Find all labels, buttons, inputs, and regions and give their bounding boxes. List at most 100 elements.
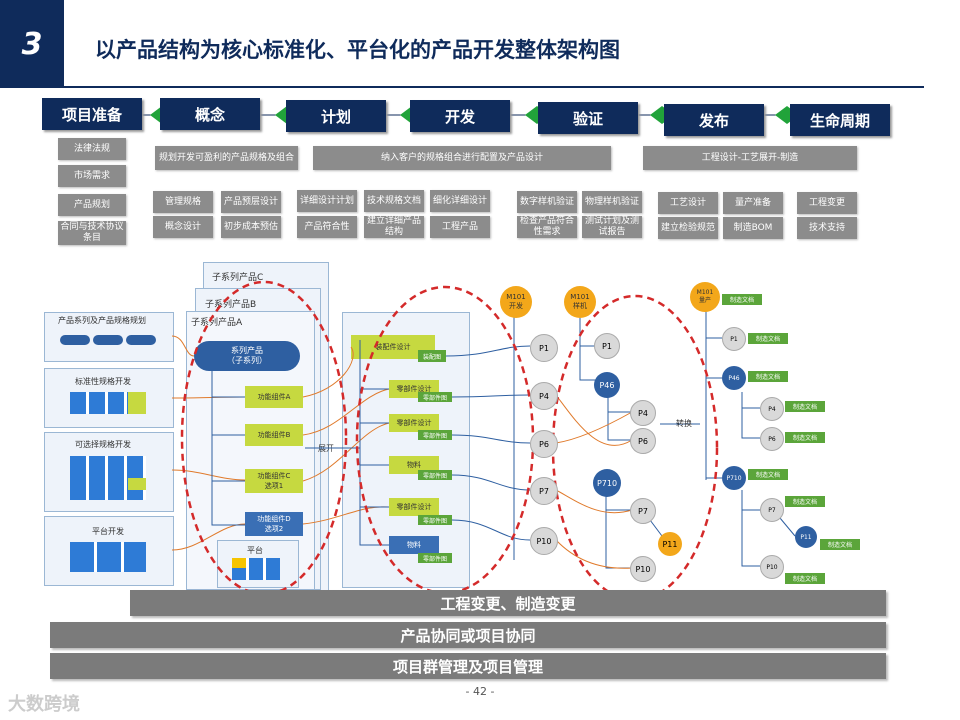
pill — [93, 335, 123, 345]
prep-item: 产品规划 — [58, 194, 126, 216]
release-item: 建立检验规范 — [658, 217, 718, 239]
part-node: P46 — [722, 366, 746, 390]
doc-tag: 制造文档 — [785, 496, 825, 507]
release-item: 量产准备 — [723, 192, 783, 214]
dev-block: 零部件设计 — [389, 414, 439, 432]
dev-item: 细化详细设计 — [430, 190, 490, 212]
part-node: P10 — [760, 555, 784, 579]
header-divider — [64, 86, 924, 88]
page-title: 以产品结构为核心标准化、平台化的产品开发整体架构图 — [95, 38, 620, 62]
part-node: P7 — [530, 477, 558, 505]
blue-grid — [70, 542, 146, 572]
dev-tag: 零部件图 — [418, 515, 452, 525]
concept-item: 概念设计 — [153, 216, 213, 238]
part-node: P7 — [630, 498, 656, 524]
watermark: 大数跨境 — [8, 694, 80, 715]
verify-item: 检查产品符合性需求 — [517, 216, 577, 238]
plan-item: 产品符合性 — [297, 216, 357, 238]
function-block: 功能组件A — [245, 386, 303, 408]
function-block: 功能组件D 选项2 — [245, 512, 303, 536]
part-node: P1 — [594, 333, 620, 359]
left-group-label: 可选择规格开发 — [75, 440, 131, 449]
part-node: P4 — [530, 382, 558, 410]
phase-plan: 计划 — [286, 100, 386, 132]
dev-block: 零部件设计 — [389, 498, 439, 516]
verify-item: 物理样机验证 — [582, 191, 642, 213]
plan-item: 建立详细产品结构 — [364, 216, 424, 238]
part-node: P1 — [722, 327, 746, 351]
phase-lifecycle: 生命周期 — [790, 104, 890, 136]
doc-tag: 制造文档 — [748, 469, 788, 480]
life-item: 技术支持 — [797, 217, 857, 239]
prep-item: 合同与技术协议条目 — [58, 221, 126, 245]
release-item: 工艺设计 — [658, 192, 718, 214]
left-group-label: 产品系列及产品规格规划 — [58, 316, 146, 325]
phase-develop: 开发 — [410, 100, 510, 132]
series-product-node: 系列产品 （子系列） — [194, 341, 300, 371]
milestone-prototype: M101 样机 — [564, 286, 596, 318]
prep-item: 市场需求 — [58, 165, 126, 187]
release-summary: 工程设计-工艺展开-制造 — [643, 146, 857, 170]
dev-item: 工程产品 — [430, 216, 490, 238]
concept-item: 初步成本预估 — [221, 216, 281, 238]
platform-label: 平台 — [247, 546, 263, 555]
doc-tag: 制造文档 — [748, 371, 788, 382]
concept-summary: 规划开发可盈利的产品规格及组合 — [155, 146, 298, 170]
left-group-label: 平台开发 — [92, 527, 124, 536]
release-item: 制造BOM — [723, 217, 783, 239]
part-node: P6 — [530, 430, 558, 458]
part-node: P710 — [593, 469, 621, 497]
left-group-label: 标准性规格开发 — [75, 377, 131, 386]
part-node: P7 — [760, 498, 784, 522]
phase-concept: 概念 — [160, 98, 260, 130]
doc-tag: 制造文档 — [820, 539, 860, 550]
section-number: 3 — [0, 0, 64, 88]
part-node: P46 — [594, 372, 620, 398]
convert-label: 转换 — [676, 419, 692, 428]
plan-item: 详细设计计划 — [297, 190, 357, 212]
doc-tag: 制造文档 — [722, 294, 762, 305]
doc-tag: 制造文档 — [748, 333, 788, 344]
part-node: P4 — [630, 400, 656, 426]
part-node: P710 — [722, 466, 746, 490]
pill — [60, 335, 90, 345]
series-label: 子系列产品B — [205, 300, 257, 310]
blue-grid — [70, 392, 146, 414]
part-node: P1 — [530, 334, 558, 362]
doc-tag: 制造文档 — [785, 432, 825, 443]
pill — [126, 335, 156, 345]
phase-verify: 验证 — [538, 102, 638, 134]
bar-collaboration: 产品协同或项目协同 — [50, 622, 886, 648]
concept-item: 管理规格 — [153, 191, 213, 213]
dev-tag: 零部件图 — [418, 553, 452, 563]
part-node: P10 — [530, 527, 558, 555]
phase-release: 发布 — [664, 104, 764, 136]
part-node: P10 — [630, 556, 656, 582]
doc-tag: 制造文档 — [785, 401, 825, 412]
plan-dev-summary: 纳入客户的规格组合进行配置及产品设计 — [313, 146, 611, 170]
dev-tag: 零部件图 — [418, 470, 452, 480]
page-number: - 42 - — [465, 685, 495, 698]
series-label: 子系列产品A — [191, 318, 243, 328]
doc-tag: 制造文档 — [785, 573, 825, 584]
function-block: 功能组件B — [245, 424, 303, 446]
part-node: P6 — [760, 427, 784, 451]
phase-prep: 项目准备 — [42, 98, 142, 130]
prep-item: 法律法规 — [58, 138, 126, 160]
part-node: P11 — [795, 526, 817, 548]
dev-tag: 零部件图 — [418, 430, 452, 440]
verify-item: 测试计划及测试报告 — [582, 216, 642, 238]
dev-tag: 零部件图 — [418, 392, 452, 402]
green-cell — [128, 478, 146, 490]
green-cell — [128, 392, 146, 414]
dev-block: 物料 — [389, 456, 439, 474]
series-label: 子系列产品C — [212, 273, 264, 283]
part-node: P4 — [760, 397, 784, 421]
dev-block: 物料 — [389, 536, 439, 554]
function-block: 功能组件C 选项1 — [245, 469, 303, 493]
life-item: 工程变更 — [797, 192, 857, 214]
bar-engineering-change: 工程变更、制造变更 — [130, 590, 886, 616]
part-node: P6 — [630, 428, 656, 454]
part-node: P11 — [658, 532, 682, 556]
concept-item: 产品预层设计 — [221, 191, 281, 213]
